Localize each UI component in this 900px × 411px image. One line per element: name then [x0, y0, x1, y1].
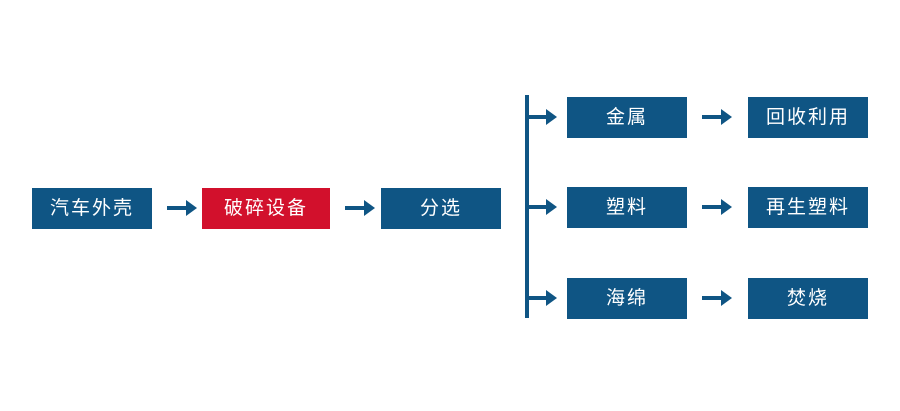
- node-metal[interactable]: 金属: [567, 97, 687, 138]
- right-arrow-icon-bus-to-plastic: [527, 196, 557, 218]
- node-recycle-reuse[interactable]: 回收利用: [748, 97, 868, 138]
- node-recycle-reuse-label: 回收利用: [765, 106, 850, 128]
- right-arrow-icon-shell-to-crusher: [167, 197, 197, 219]
- node-sorting[interactable]: 分选: [381, 188, 501, 229]
- node-incineration-label: 焚烧: [786, 287, 829, 309]
- node-sponge[interactable]: 海绵: [567, 278, 687, 319]
- right-arrow-icon-metal-to-recycle: [702, 106, 732, 128]
- right-arrow-icon-bus-to-metal: [527, 106, 557, 128]
- node-metal-label: 金属: [605, 106, 648, 128]
- right-arrow-icon-bus-to-sponge: [527, 287, 557, 309]
- right-arrow-icon-crusher-to-sorting: [345, 197, 375, 219]
- node-car-shell[interactable]: 汽车外壳: [32, 188, 152, 229]
- node-crusher[interactable]: 破碎设备: [202, 188, 330, 229]
- node-incineration[interactable]: 焚烧: [748, 278, 868, 319]
- node-plastic-label: 塑料: [605, 196, 648, 218]
- node-sponge-label: 海绵: [605, 287, 648, 309]
- node-regenerated-plastic[interactable]: 再生塑料: [748, 187, 868, 228]
- node-car-shell-label: 汽车外壳: [49, 197, 134, 219]
- node-sorting-label: 分选: [419, 197, 462, 219]
- node-crusher-label: 破碎设备: [223, 197, 308, 219]
- right-arrow-icon-plastic-to-regenerated: [702, 196, 732, 218]
- node-regenerated-plastic-label: 再生塑料: [765, 196, 850, 218]
- right-arrow-icon-sponge-to-incineration: [702, 287, 732, 309]
- node-plastic[interactable]: 塑料: [567, 187, 687, 228]
